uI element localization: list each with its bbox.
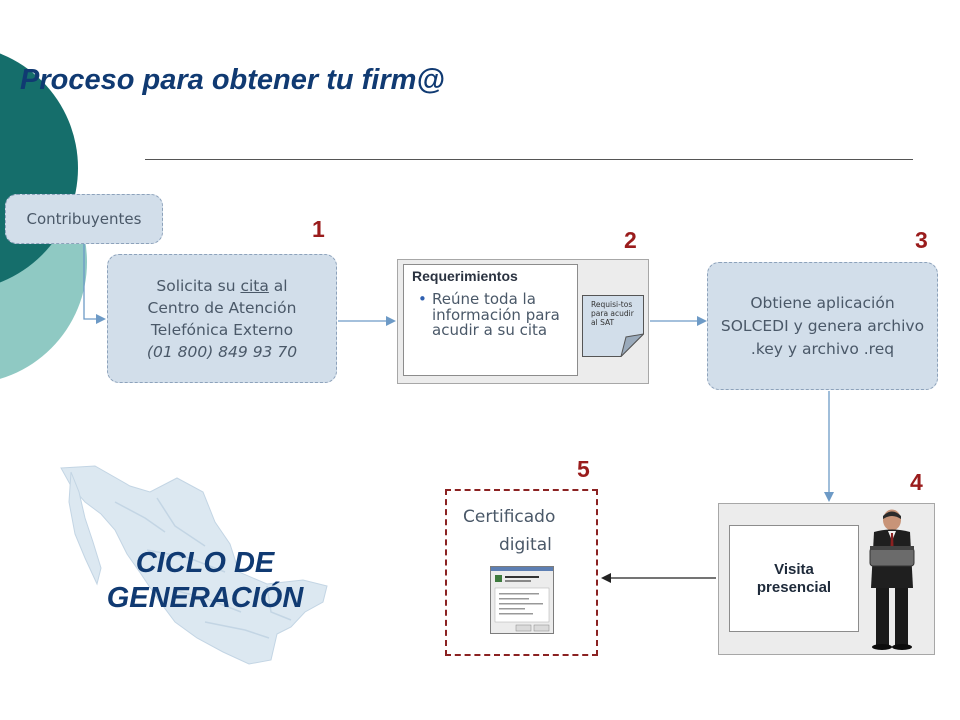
page-title: Proceso para obtener tu firm@	[20, 64, 445, 96]
step2-bullet-text: Reúne toda la información para acudir a …	[432, 290, 560, 339]
step1-request-appointment: Solicita su cita al Centro de Atención T…	[107, 254, 337, 383]
step1-line1: Solicita su cita al	[147, 275, 297, 297]
step3-obtain-application: Obtiene aplicación SOLCEDI y genera arch…	[707, 262, 938, 390]
bullet-icon: •	[418, 290, 427, 308]
step-number-3: 3	[915, 227, 928, 253]
cycle-label-line2: GENERACIÓN	[106, 582, 304, 614]
certificate-window-screenshot	[490, 566, 554, 634]
businessman-figure-icon	[869, 509, 915, 650]
step4-visit-card: Visita presencial	[729, 525, 859, 632]
step1-line2: Centro de Atención	[147, 298, 297, 317]
title-divider	[145, 159, 913, 160]
step5-certificate-box	[445, 489, 598, 656]
step-number-2: 2	[624, 227, 637, 253]
step2-note-text: Requisi-tos para acudir al SAT	[591, 300, 634, 327]
mexico-map-icon	[60, 465, 328, 665]
cycle-label-line1: CICLO DE	[135, 547, 275, 579]
step2-bullet-item: • Reúne toda la información para acudir …	[412, 290, 569, 339]
arrow-actor-to-step1	[83, 244, 106, 324]
step-number-1: 1	[312, 216, 325, 242]
cycle-label: CICLO DE GENERACIÓN	[60, 546, 350, 616]
step-number-4: 4	[910, 469, 923, 495]
actor-contribuyentes: Contribuyentes	[5, 194, 163, 244]
step2-requirements-card: Requerimientos • Reúne toda la informaci…	[403, 264, 578, 376]
step5-line1: Certificado	[463, 507, 556, 527]
step1-phone: (01 800) 849 93 70	[146, 342, 298, 361]
step1-line3: Telefónica Externo	[150, 320, 294, 339]
step1-text-post: al	[268, 276, 288, 295]
step2-card-title: Requerimientos	[412, 268, 518, 284]
document-note-icon	[582, 295, 644, 357]
step1-cita-link[interactable]: cita	[240, 276, 269, 295]
step-number-5: 5	[577, 456, 590, 482]
step1-text-pre: Solicita su	[156, 276, 241, 295]
step5-line2: digital	[499, 535, 552, 555]
